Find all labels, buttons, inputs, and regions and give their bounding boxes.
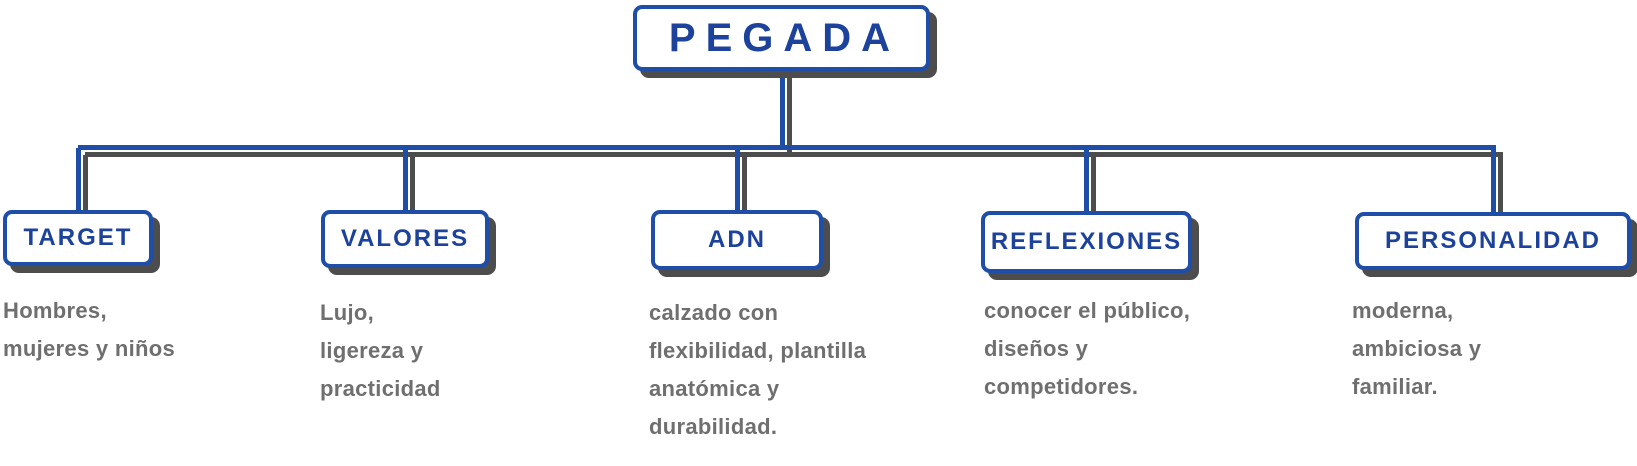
connector-stub-target bbox=[76, 148, 81, 212]
node-personalidad-label: PERSONALIDAD bbox=[1384, 227, 1601, 254]
node-reflexiones-label: REFLEXIONES bbox=[990, 228, 1183, 255]
node-valores: VALORES bbox=[321, 210, 489, 268]
node-pegada-label: PEGADA bbox=[668, 15, 901, 60]
node-adn: ADN bbox=[651, 210, 823, 270]
node-reflexiones-description: conocer el público, diseños y competidor… bbox=[984, 298, 1191, 399]
connector-stub-valores bbox=[403, 148, 408, 212]
node-target-description: Hombres, mujeres y niños bbox=[3, 298, 176, 361]
node-adn-description: calzado con flexibilidad, plantilla anat… bbox=[649, 300, 867, 439]
connector-stub-adn bbox=[735, 148, 740, 212]
node-reflexiones: REFLEXIONES bbox=[981, 211, 1192, 273]
node-pegada: PEGADA bbox=[633, 5, 930, 71]
connector-stub-personalidad bbox=[1491, 148, 1496, 214]
node-adn-label: ADN bbox=[708, 226, 766, 253]
node-personalidad: PERSONALIDAD bbox=[1355, 212, 1631, 270]
node-valores-description: Lujo, ligereza y practicidad bbox=[320, 300, 441, 401]
connector-horizontal bbox=[78, 145, 1496, 150]
node-target: TARGET bbox=[3, 210, 153, 266]
node-valores-label: VALORES bbox=[340, 225, 470, 252]
connector-stub-reflexiones bbox=[1084, 148, 1089, 213]
node-target-label: TARGET bbox=[23, 224, 133, 251]
connector-trunk bbox=[780, 71, 785, 149]
node-personalidad-description: moderna, ambiciosa y familiar. bbox=[1352, 298, 1482, 399]
